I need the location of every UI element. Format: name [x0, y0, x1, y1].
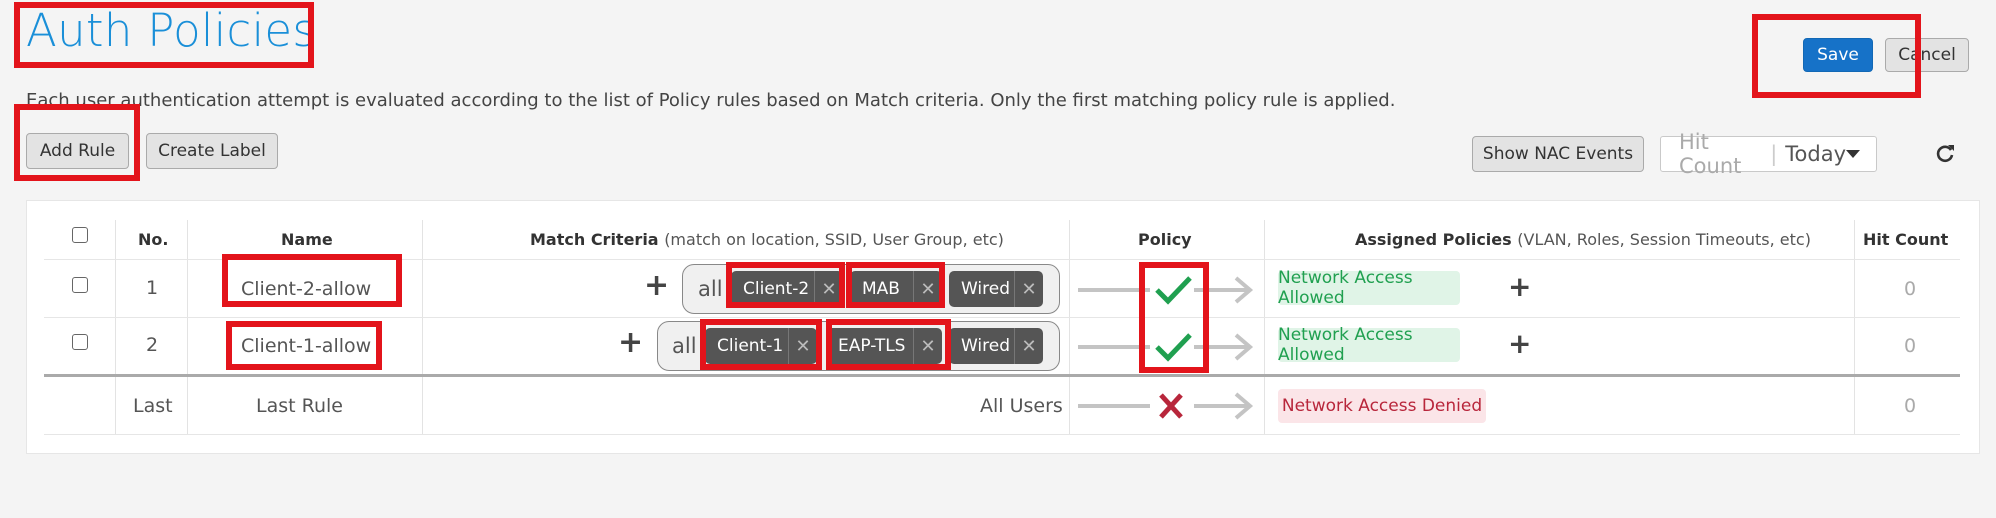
page-description: Each user authentication attempt is eval…	[26, 90, 1396, 111]
assigned-header-hint: (VLAN, Roles, Session Timeouts, etc)	[1517, 230, 1811, 249]
match-criteria-text: All Users	[980, 395, 1063, 417]
column-header-no: No.	[138, 230, 169, 249]
policy-deny-flow	[1078, 392, 1254, 420]
criteria-tag[interactable]: MAB ✕	[850, 271, 942, 307]
page-title: Auth Policies	[26, 4, 317, 57]
criteria-tag-label: Wired	[961, 279, 1011, 299]
row-divider	[44, 317, 1960, 318]
match-all-label: all	[698, 277, 723, 301]
row-number: 2	[146, 334, 159, 356]
column-header-assigned: Assigned Policies (VLAN, Roles, Session …	[1355, 230, 1811, 249]
cancel-button[interactable]: Cancel	[1885, 38, 1969, 72]
row-number: Last	[133, 395, 173, 417]
criteria-tag[interactable]: Client-2✕	[731, 271, 843, 307]
hit-count-value: 0	[1904, 335, 1917, 357]
refresh-icon[interactable]	[1933, 142, 1957, 166]
rule-name[interactable]: Client-1-allow	[241, 335, 372, 357]
row-divider	[44, 259, 1960, 260]
select-all-checkbox[interactable]	[72, 227, 88, 243]
close-icon[interactable]: ✕	[1014, 271, 1043, 307]
row-checkbox[interactable]	[72, 334, 88, 350]
column-header-name: Name	[281, 230, 333, 249]
column-divider	[1069, 220, 1070, 434]
assigned-header-label: Assigned Policies	[1355, 230, 1512, 249]
criteria-tag-label: MAB	[862, 279, 900, 299]
add-rule-button[interactable]: Add Rule	[26, 133, 129, 169]
criteria-tag-label: EAP-TLS	[838, 336, 906, 356]
criteria-tag[interactable]: EAP-TLS ✕	[826, 328, 942, 364]
assigned-policy-badge[interactable]: Network Access Denied	[1278, 389, 1486, 423]
policy-allow-flow	[1078, 333, 1254, 362]
column-header-hit-count: Hit Count	[1863, 230, 1949, 249]
criteria-tag[interactable]: Client-1✕	[705, 328, 817, 364]
last-rule-divider	[44, 374, 1960, 377]
match-header-hint: (match on location, SSID, User Group, et…	[664, 230, 1004, 249]
close-icon[interactable]: ✕	[913, 328, 942, 364]
policy-allow-flow	[1078, 276, 1254, 305]
add-assigned-policy-icon[interactable]: +	[1508, 327, 1532, 360]
row-checkbox[interactable]	[72, 277, 88, 293]
create-label-button[interactable]: Create Label	[146, 133, 278, 169]
criteria-tag-label: Client-1	[717, 336, 784, 356]
close-icon[interactable]: ✕	[788, 328, 817, 364]
match-header-label: Match Criteria	[530, 230, 659, 249]
add-criteria-icon[interactable]: +	[618, 325, 644, 360]
close-icon[interactable]: ✕	[1014, 328, 1043, 364]
column-header-policy: Policy	[1138, 230, 1192, 249]
hit-count-label: Hit Count	[1679, 130, 1742, 178]
criteria-tag-label: Wired	[961, 336, 1011, 356]
show-nac-events-button[interactable]: Show NAC Events	[1472, 136, 1644, 172]
column-divider	[187, 220, 188, 434]
save-button[interactable]: Save	[1803, 38, 1873, 72]
column-divider	[1264, 220, 1265, 434]
criteria-tag[interactable]: Wired✕	[949, 271, 1043, 307]
row-divider	[44, 434, 1960, 435]
add-assigned-policy-icon[interactable]: +	[1508, 270, 1532, 303]
match-all-label: all	[672, 334, 697, 358]
close-icon[interactable]: ✕	[913, 271, 942, 307]
row-number: 1	[146, 277, 159, 299]
policy-table-panel	[26, 200, 1980, 454]
select-divider: |	[1770, 142, 1778, 166]
assigned-policy-badge[interactable]: Network Access Allowed	[1278, 325, 1460, 365]
hit-count-value: 0	[1904, 278, 1917, 300]
hit-count-value: 0	[1904, 395, 1917, 417]
close-icon[interactable]: ✕	[814, 271, 843, 307]
rule-name[interactable]: Client-2-allow	[241, 278, 372, 300]
column-divider	[422, 220, 423, 434]
column-divider	[1854, 220, 1855, 434]
chevron-down-icon	[1846, 149, 1860, 159]
hit-count-period-value: Today	[1785, 142, 1846, 166]
criteria-tag[interactable]: Wired✕	[949, 328, 1043, 364]
column-header-match: Match Criteria (match on location, SSID,…	[530, 230, 1004, 249]
rule-name: Last Rule	[256, 395, 343, 417]
add-criteria-icon[interactable]: +	[644, 268, 670, 303]
hit-count-period-select[interactable]: Hit Count | Today	[1660, 130, 1877, 178]
column-divider	[115, 220, 116, 434]
criteria-tag-label: Client-2	[743, 279, 810, 299]
assigned-policy-badge[interactable]: Network Access Allowed	[1278, 268, 1460, 308]
